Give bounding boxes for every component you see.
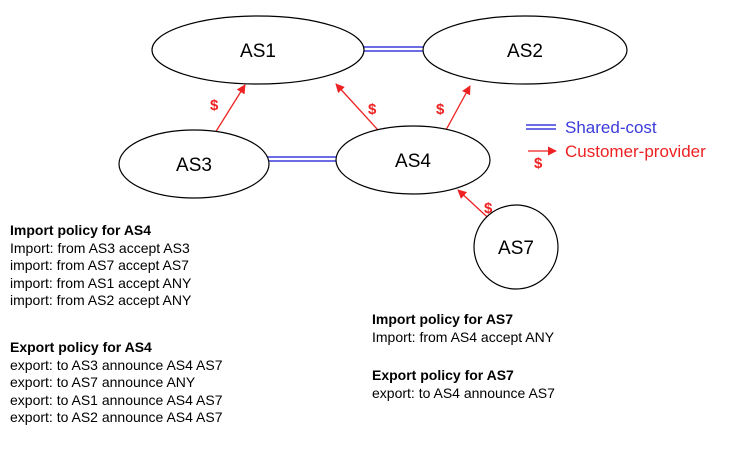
dollar-label-as7-as4: $ xyxy=(484,200,493,217)
as4-import-line: import: from AS1 accept ANY xyxy=(10,274,192,291)
as4-import-heading: Import policy for AS4 xyxy=(10,222,152,238)
node-as7-label: AS7 xyxy=(498,238,534,259)
as4-import-line: import: from AS2 accept ANY xyxy=(10,292,192,308)
node-as7: AS7 xyxy=(473,204,559,290)
customer-provider-link-as4-as1 xyxy=(335,83,379,131)
as4-export-heading: Export policy for AS4 xyxy=(10,339,152,355)
dollar-label-as4-as2: $ xyxy=(436,101,445,118)
legend-dollar-label: $ xyxy=(534,155,543,172)
as7-export-line: export: to AS4 announce AS7 xyxy=(372,384,555,401)
node-as1-label: AS1 xyxy=(240,41,276,62)
as7-export-heading: Export policy for AS7 xyxy=(372,367,514,383)
shared-cost-link-as3-as4 xyxy=(266,156,338,162)
as4-import-line: Import: from AS3 accept AS3 xyxy=(10,239,190,256)
dollar-label-as3-as1: $ xyxy=(210,97,219,114)
dollar-label-as4-as1: $ xyxy=(368,101,377,118)
shared-cost-link-as1-as2 xyxy=(363,46,423,52)
legend-customer-provider-label: Customer-provider xyxy=(565,142,706,161)
customer-provider-link-as3-as1 xyxy=(214,84,246,134)
as4-import-line: import: from AS7 accept AS7 xyxy=(10,257,189,273)
node-as3: AS3 xyxy=(118,129,270,199)
as4-export-policy: Export policy for AS4 export: to AS3 ann… xyxy=(10,339,223,427)
node-as3-label: AS3 xyxy=(176,155,212,176)
as4-import-policy: Import policy for AS4 Import: from AS3 a… xyxy=(10,222,191,310)
as7-import-heading: Import policy for AS7 xyxy=(372,311,514,327)
as7-import-line: Import: from AS4 accept ANY xyxy=(372,328,555,345)
as7-export-policy: Export policy for AS7 export: to AS4 ann… xyxy=(372,367,555,402)
node-as1: AS1 xyxy=(151,15,365,85)
node-as2: AS2 xyxy=(422,15,628,85)
legend: Shared-cost $ Customer-provider xyxy=(526,118,706,172)
legend-shared-cost-label: Shared-cost xyxy=(565,118,657,137)
as7-import-policy: Import policy for AS7 Import: from AS4 a… xyxy=(372,311,554,346)
customer-provider-link-as4-as2 xyxy=(445,85,471,131)
as4-export-line: export: to AS1 announce AS4 AS7 xyxy=(10,391,223,408)
node-as2-label: AS2 xyxy=(507,41,543,62)
as4-export-line: export: to AS3 announce AS4 AS7 xyxy=(10,356,223,373)
as4-export-line: export: to AS2 announce AS4 AS7 xyxy=(10,409,223,425)
node-as4: AS4 xyxy=(335,125,491,195)
node-as4-label: AS4 xyxy=(395,151,431,172)
as4-export-line: export: to AS7 announce ANY xyxy=(10,374,196,390)
